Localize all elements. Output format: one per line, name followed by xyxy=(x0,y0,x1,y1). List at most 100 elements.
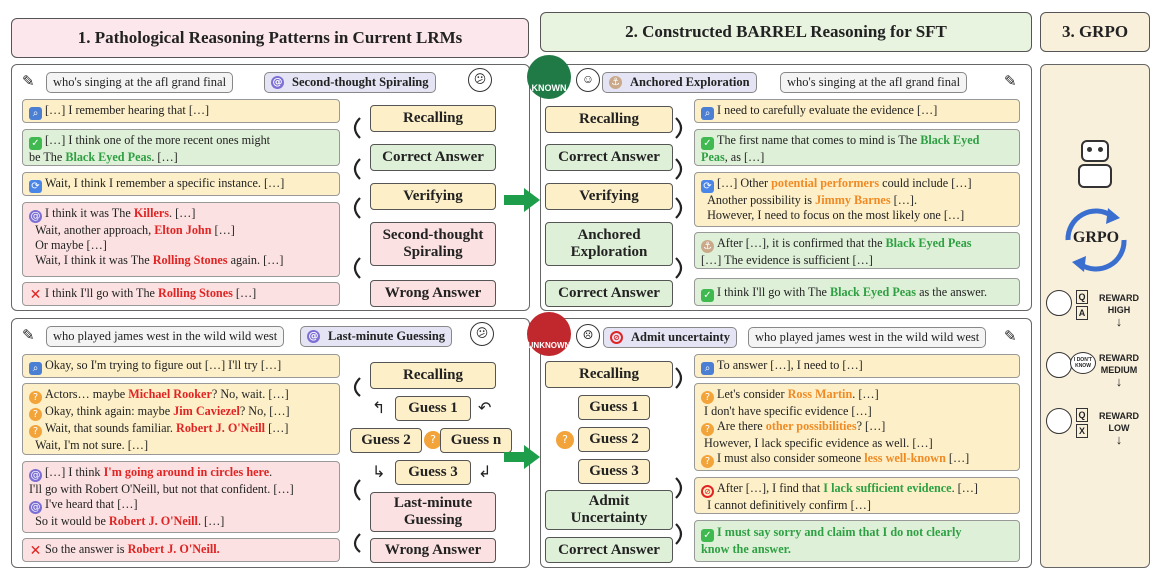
question-tag: who played james west in the wild wild w… xyxy=(46,326,285,347)
check-icon: ✓ xyxy=(701,289,714,302)
thinker-icon xyxy=(1046,290,1072,316)
green-arrow-icon xyxy=(504,445,540,469)
search-icon: ⌕ xyxy=(701,362,714,375)
connector xyxy=(675,477,683,499)
p4-step-guess3: Guess 3 xyxy=(578,459,650,484)
arrow-icon: ↲ xyxy=(478,462,492,481)
x-icon: ✕ xyxy=(29,287,42,303)
thinking-face-icon: ? xyxy=(701,423,714,436)
pattern-tag: @Second-thought Spiraling xyxy=(264,72,436,93)
p3-box-1: ⌕I need to carefully evaluate the eviden… xyxy=(694,99,1020,123)
p3-box-2: ✓The first name that comes to mind is Th… xyxy=(694,129,1020,166)
p4-box-1: ⌕To answer […], I need to […] xyxy=(694,354,1020,378)
p2-step-recalling: Recalling xyxy=(370,362,496,389)
connector xyxy=(675,117,683,139)
thinker-icon xyxy=(1046,408,1072,434)
confused-face-icon: 😕 xyxy=(468,68,492,92)
connector xyxy=(353,197,361,219)
spiral-icon: @ xyxy=(307,330,320,343)
connector xyxy=(353,479,361,501)
connector xyxy=(675,158,683,180)
p1-step-recalling: Recalling xyxy=(370,105,496,132)
p3-box-4: ⚓After […], it is confirmed that the Bla… xyxy=(694,232,1020,269)
p3-box-5: ✓I think I'll go with The Black Eyed Pea… xyxy=(694,278,1020,306)
pattern-tag: ⊘Admit uncertainty xyxy=(603,327,737,348)
thinking-face-icon: ? xyxy=(424,431,442,449)
p1-box-5: ✕I think I'll go with The Rolling Stones… xyxy=(22,282,340,306)
sad-face-icon: ☹ xyxy=(576,324,600,348)
pattern-tag: ⚓Anchored Exploration xyxy=(602,72,757,93)
question-icon: ✎ xyxy=(22,72,35,90)
p1-box-4: @I think it was The Killers. […] Wait, a… xyxy=(22,202,340,277)
arrow-icon: ↰ xyxy=(372,398,386,417)
p2-box-2: ?Actors… maybe Michael Rooker? No, wait.… xyxy=(22,383,340,455)
question-tag: who's singing at the afl grand final xyxy=(46,72,234,93)
spiral-icon: @ xyxy=(29,210,42,223)
pattern-tag: @Last-minute Guessing xyxy=(300,326,453,347)
p4-step-guess1: Guess 1 xyxy=(578,395,650,420)
p2-step-guess3: Guess 3 xyxy=(395,460,471,485)
confused-face-icon: 😕 xyxy=(470,322,494,346)
arrow-icon: ↶ xyxy=(478,398,492,417)
header-2: 2. Constructed BARREL Reasoning for SFT xyxy=(540,12,1032,52)
question-icon: ✎ xyxy=(1004,327,1017,345)
search-icon: ⌕ xyxy=(29,107,42,120)
p4-step-correct: Correct Answer xyxy=(545,537,673,563)
ban-icon: ⊘ xyxy=(610,331,623,344)
thinking-face-icon: ☺ xyxy=(576,68,600,92)
panel-2 xyxy=(11,318,530,568)
loop-icon: ⟳ xyxy=(29,180,42,193)
spiral-icon: @ xyxy=(271,76,284,89)
connector xyxy=(675,257,683,279)
p2-step-guess2: Guess 2 xyxy=(350,428,422,453)
header-1: 1. Pathological Reasoning Patterns in Cu… xyxy=(11,18,529,58)
anchor-icon: ⚓ xyxy=(609,76,622,89)
green-arrow-icon xyxy=(504,188,540,212)
connector xyxy=(353,377,361,397)
unknown-badge: UNKNOWN xyxy=(527,312,571,356)
anchor-icon: ⚓ xyxy=(701,240,714,253)
spiral-icon: @ xyxy=(29,469,42,482)
header-3: 3. GRPO xyxy=(1040,12,1150,52)
panel-3 xyxy=(540,64,1032,311)
question-icon: ✎ xyxy=(22,326,35,344)
p1-step-correct: Correct Answer xyxy=(370,144,496,171)
connector xyxy=(353,533,361,553)
thinking-face-icon: ? xyxy=(701,455,714,468)
ban-icon: ⊘ xyxy=(701,485,714,498)
connector xyxy=(353,117,361,139)
p2-box-4: ✕So the answer is Robert J. O'Neill. xyxy=(22,538,340,562)
connector xyxy=(353,158,361,180)
p3-step-recalling: Recalling xyxy=(545,106,673,133)
thinking-face-icon: ? xyxy=(29,408,42,421)
check-icon: ✓ xyxy=(701,137,714,150)
arrow-icon: ↳ xyxy=(372,462,386,481)
p1-box-2: ✓[…] I think one of the more recent ones… xyxy=(22,129,340,166)
question-tag: who's singing at the afl grand final xyxy=(780,72,968,93)
p3-step-correct: Correct Answer xyxy=(545,144,673,171)
p3-step-verifying: Verifying xyxy=(545,183,673,210)
known-badge: KNOWN xyxy=(527,55,571,99)
p4-step-recalling: Recalling xyxy=(545,361,673,388)
grpo-label: GRPO xyxy=(1072,229,1120,246)
thinking-face-icon: ? xyxy=(701,391,714,404)
p1-connectors xyxy=(353,117,361,553)
p3-step-correct-final: Correct Answer xyxy=(545,280,673,307)
thinking-face-icon: ? xyxy=(556,431,574,449)
p1-box-3: ⟳Wait, I think I remember a specific ins… xyxy=(22,172,340,196)
p4-step-guess2: Guess 2 xyxy=(578,427,650,452)
panel-4 xyxy=(540,318,1032,568)
connector xyxy=(675,197,683,219)
p2-step-guessn: Guess n xyxy=(440,428,512,453)
p4-box-4: ✓I must say sorry and claim that I do no… xyxy=(694,520,1020,562)
check-icon: ✓ xyxy=(701,529,714,542)
connector xyxy=(675,367,683,389)
p2-step-wrong: Wrong Answer xyxy=(370,538,496,563)
